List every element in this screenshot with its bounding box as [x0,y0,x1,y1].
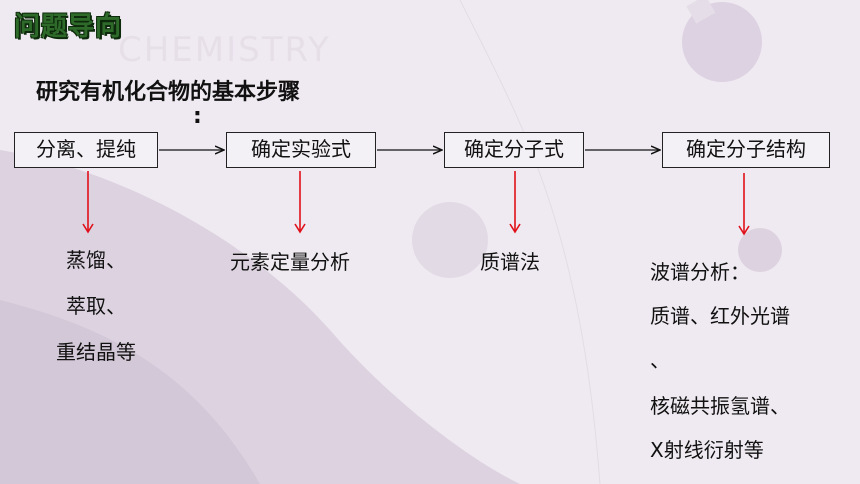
method-separation-3: 重结晶等 [56,340,136,364]
title-colon: : [193,104,202,129]
flask-icon [682,2,762,82]
method-structure-5: X射线衍射等 [650,438,764,462]
flask-icon [412,202,488,278]
step-molecular-structure: 确定分子结构 [662,132,830,168]
method-structure-3: 、 [650,348,670,372]
step-empirical-formula: 确定实验式 [226,132,376,168]
method-structure-1: 波谱分析： [650,260,750,284]
method-molecular: 质谱法 [480,250,540,274]
page-title: 研究有机化合物的基本步骤 [36,80,301,105]
method-empirical: 元素定量分析 [230,250,350,274]
watermark-text: CHEMISTRY [118,30,331,70]
method-separation-1: 蒸馏、 [66,248,126,272]
method-structure-2: 质谱、红外光谱 [650,304,790,328]
step-molecular-formula: 确定分子式 [444,132,584,168]
method-separation-2: 萃取、 [66,294,126,318]
step-separation: 分离、提纯 [14,132,158,168]
method-structure-4: 核磁共振氢谱、 [650,394,790,418]
section-badge: 问题导向 [14,12,123,42]
